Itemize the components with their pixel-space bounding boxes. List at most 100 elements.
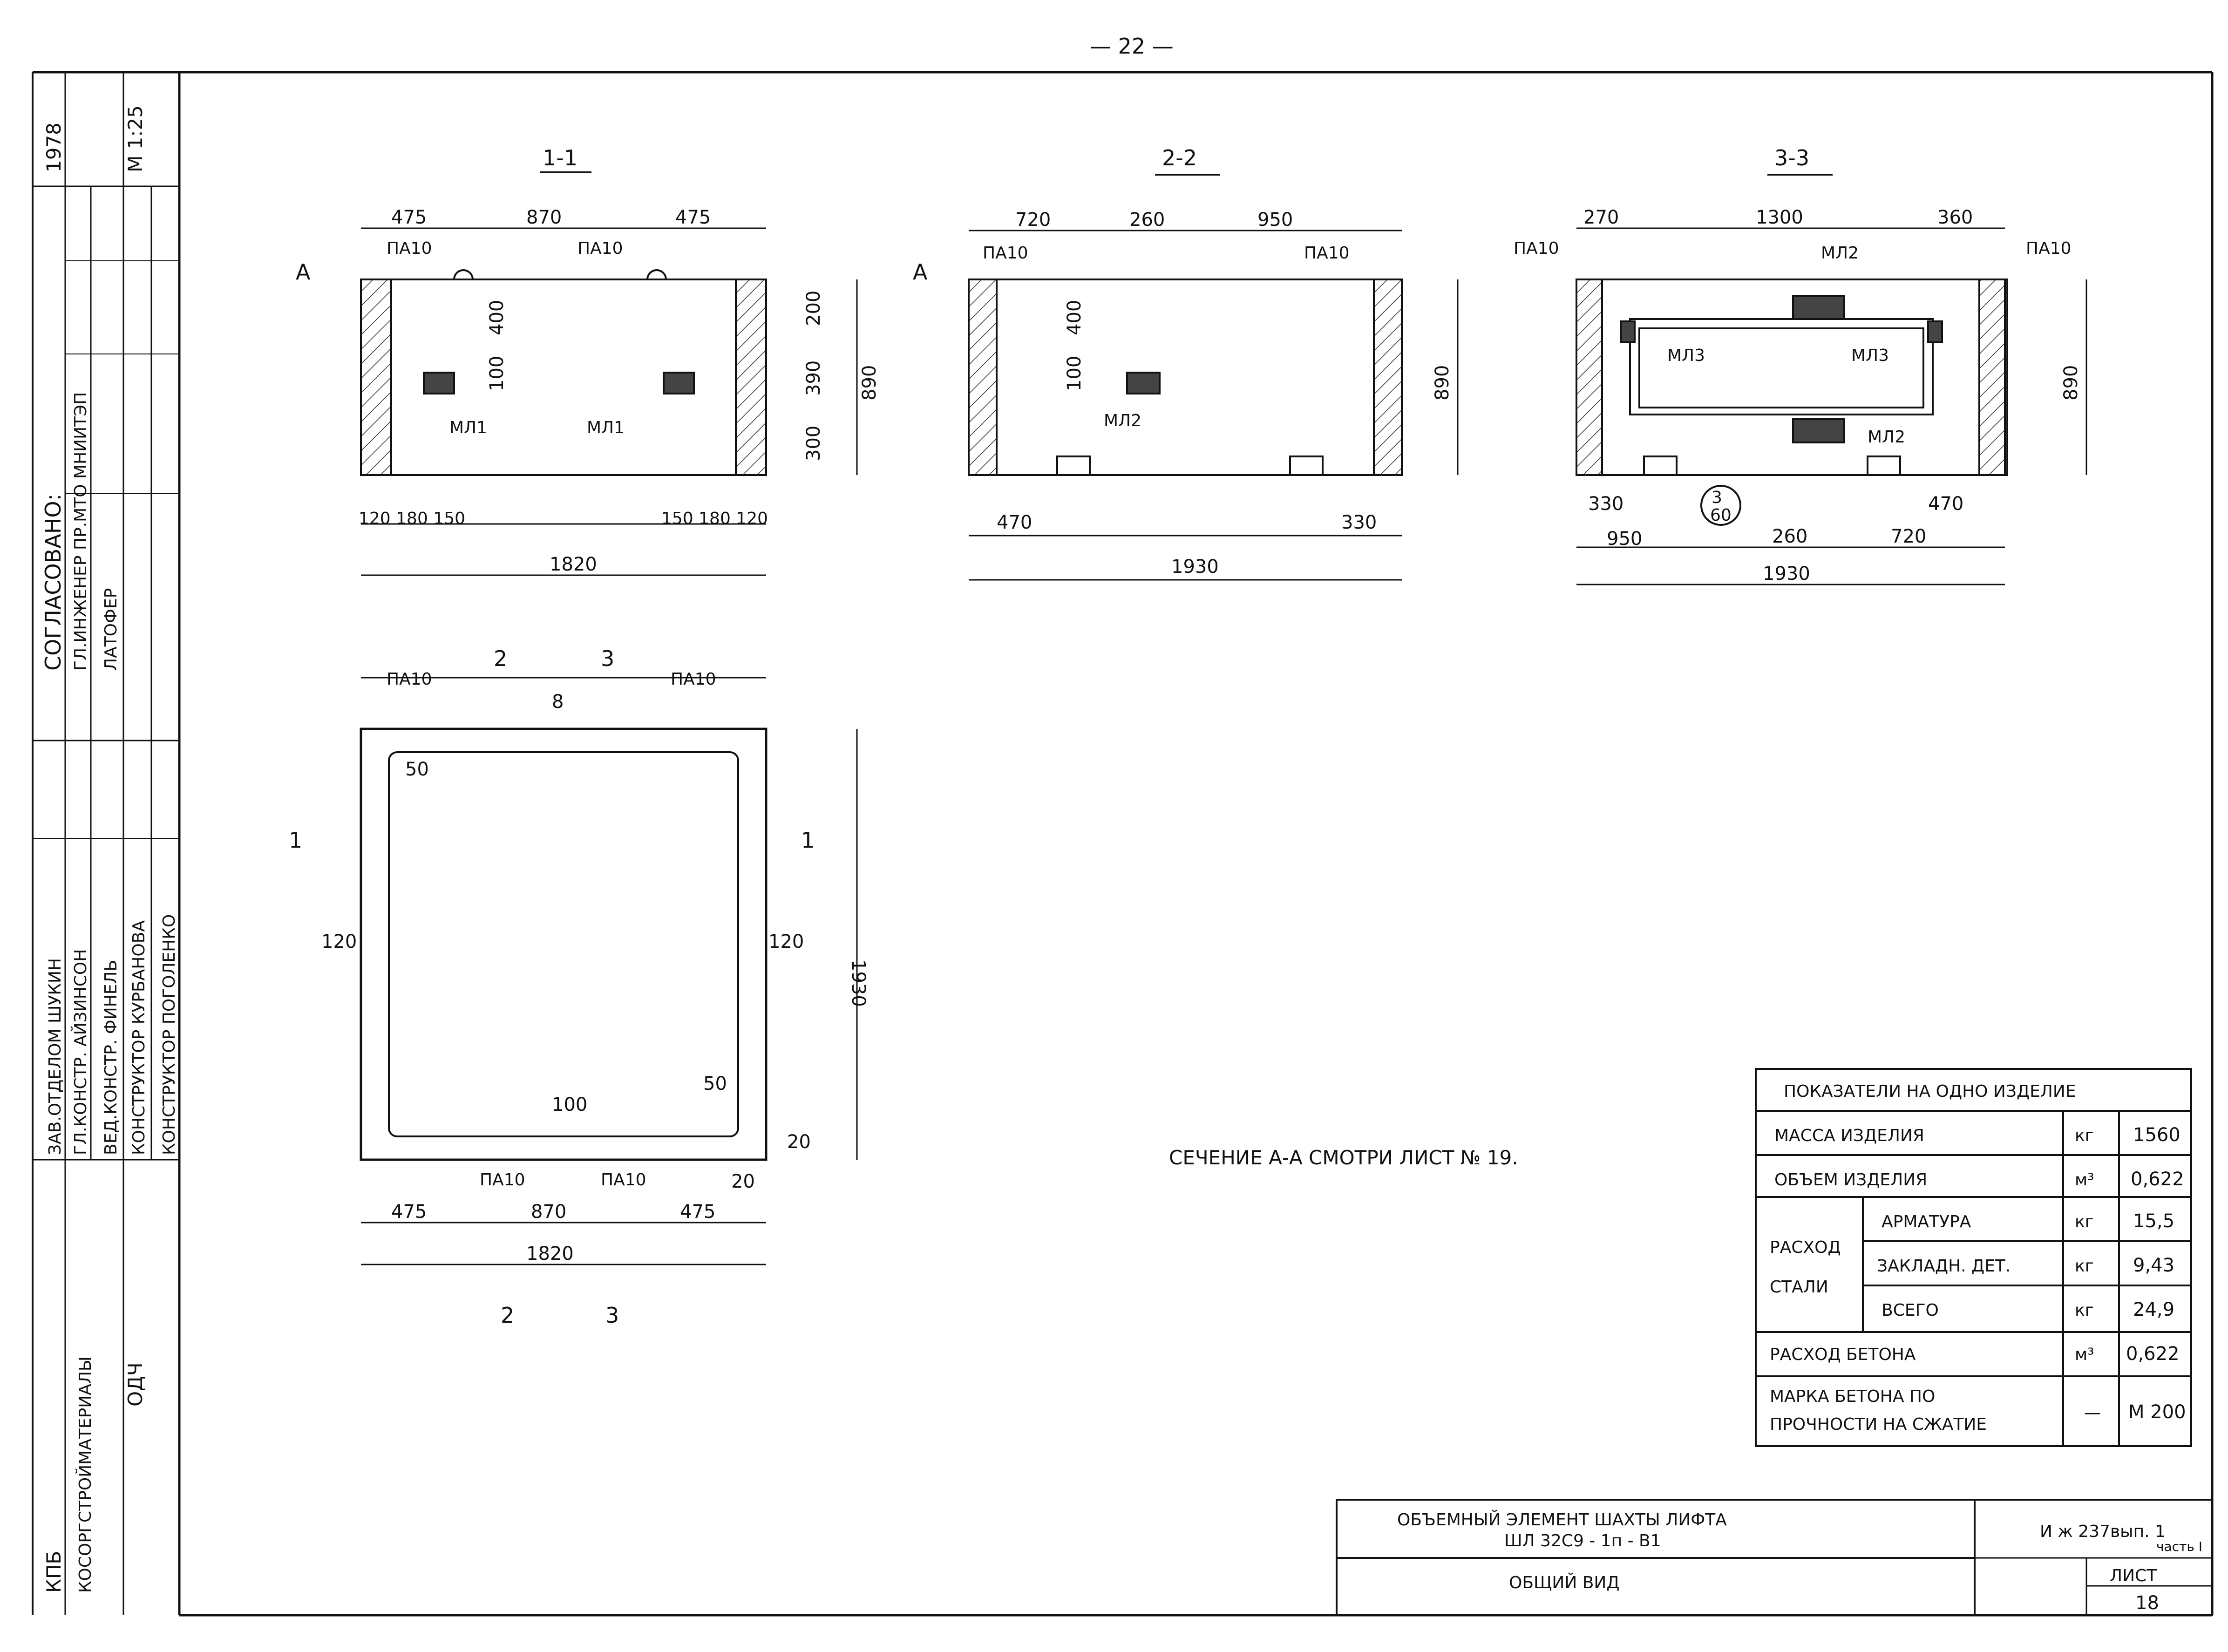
dim-1-1-100: 100 [486,356,508,391]
dim-1-1-890: 890 [859,365,880,401]
label-plan-pa10-bl: ПА10 [480,1170,525,1190]
row-grade-label-1: МАРКА БЕТОНА ПО [1770,1387,1935,1406]
row-embedded-value: 9,43 [2133,1255,2174,1276]
dim-plan-120-left: 120 [321,931,357,952]
dim-plan-50-bottom: 50 [703,1073,727,1095]
row-concrete-unit: м³ [2075,1345,2094,1364]
dim-plan-120-right: 120 [768,931,804,952]
dim-2-2-overall: 1930 [1171,556,1219,578]
label-2-2-ml2: МЛ2 [1104,411,1141,430]
label-1-1-pa10-right: ПА10 [577,239,623,258]
dim-1-1-top-left: 475 [391,207,427,228]
dim-2-2-top-mid: 260 [1129,209,1165,231]
stamp-row-1: ЗАВ.ОТДЕЛОМ ШУКИН [46,958,65,1155]
dim-3-3-overall: 1930 [1763,563,1810,585]
label-1-1-ml1-right: МЛ1 [587,418,625,437]
indicators-table [1755,1068,2192,1447]
sheet-frame [32,71,2214,1617]
stamp-row-4: КОНСТРУКТОР КУРБАНОВА [129,920,149,1155]
label-2-2-pa10-right: ПА10 [1304,244,1350,263]
sheet-label: ЛИСТ [2110,1566,2157,1585]
row-total-label: ВСЕГО [1882,1301,1939,1320]
row-volume-value: 0,622 [2131,1169,2184,1190]
cut-mark-a-right: А [913,259,928,285]
indicators-table-text: ПОКАЗАТЕЛИ НА ОДНО ИЗДЕЛИЕ МАССА ИЗДЕЛИЯ… [1770,1082,2186,1434]
label-1-1-ml1-left: МЛ1 [449,418,487,437]
dim-plan-475-right: 475 [680,1201,715,1223]
dim-3-3-950: 950 [1607,528,1642,550]
label-1-1-pa10-left: ПА10 [387,239,432,258]
drawing-title: ОБЩИЙ ВИД [1509,1573,1619,1592]
stamp-chief-engineer: ГЛ.ИНЖЕНЕР ПР.МТО МНИИТЭП [71,392,90,671]
dim-2-2-400: 400 [1064,300,1085,335]
dim-1-1-top-mid: 870 [526,207,562,228]
cut-mark-2-top: 2 [494,646,507,671]
cut-mark-2-bottom: 2 [501,1303,514,1328]
row-total-unit: кг [2075,1301,2094,1320]
label-plan-pa10-tr: ПА10 [671,670,716,689]
row-steel-group-1: РАСХОД [1770,1238,1841,1257]
row-concrete-label: РАСХОД БЕТОНА [1770,1345,1916,1364]
label-3-3-pa10-left: ПА10 [1514,239,1559,258]
dim-1-1-top-right: 475 [675,207,711,228]
row-rebar-unit: кг [2075,1212,2094,1231]
plan-view-labels: ПА10 ПА10 ПА10 ПА10 2 3 2 3 1 1 120 120 … [289,646,869,1328]
dim-3-3-top-left: 270 [1583,207,1619,228]
row-total-value: 24,9 [2133,1299,2174,1320]
section-3-3-title: 3-3 [1774,145,1809,170]
table-title: ПОКАЗАТЕЛИ НА ОДНО ИЗДЕЛИЕ [1784,1082,2076,1101]
page-number: — 22 — [1090,34,1174,59]
row-rebar-label: АРМАТУРА [1882,1212,1971,1231]
title-block-text: ОБЪЕМНЫЙ ЭЛЕМЕНТ ШАХТЫ ЛИФТА ШЛ 32С9 - 1… [1397,1510,2202,1614]
dim-plan-100-bottom: 100 [552,1094,587,1115]
dim-plan-overall: 1820 [526,1243,574,1264]
dim-3-3-890: 890 [2060,365,2082,401]
label-plan-pa10-tl: ПА10 [387,670,432,689]
row-volume-unit: м³ [2075,1170,2094,1190]
cut-mark-1-left: 1 [289,828,302,853]
dim-3-3-top-mid: 1300 [1756,207,1803,228]
cut-mark-3-bottom: 3 [605,1303,619,1328]
row-embedded-unit: кг [2075,1257,2094,1276]
label-2-2-pa10-left: ПА10 [983,244,1028,263]
label-3-3-circle-num: 3 [1712,488,1722,507]
dim-3-3-470: 470 [1928,493,1963,515]
cut-mark-1-right: 1 [801,828,815,853]
stamp-row-3: ВЕД.КОНСТР. ФИНЕЛЬ [102,960,121,1155]
dim-1-1-400: 400 [486,300,508,335]
dim-1-1-300: 300 [803,426,824,461]
row-grade-unit: — [2084,1403,2101,1422]
dim-3-3-top-right: 360 [1937,207,1973,228]
section-3-3: 3-3 [1576,145,2087,585]
row-volume-label: ОБЪЕМ ИЗДЕЛИЯ [1774,1170,1927,1190]
label-3-3-ml3-right: МЛ3 [1851,346,1889,365]
dim-plan-50-top: 50 [405,759,429,780]
stamp-code: ОДЧ [124,1362,147,1407]
stamp-org-1: КПБ [42,1551,65,1593]
label-3-3-circle-size: 60 [1710,506,1732,525]
dim-plan-8-top: 8 [552,691,564,713]
stamp-row-2: ГЛ.КОНСТР. АЙЗИНСОН [71,949,90,1155]
label-plan-pa10-br: ПА10 [601,1170,646,1190]
product-name: ОБЪЕМНЫЙ ЭЛЕМЕНТ ШАХТЫ ЛИФТА [1397,1510,1727,1530]
dim-2-2-100: 100 [1064,356,1085,391]
dim-plan-1930: 1930 [848,959,869,1007]
stamp-agreed: СОГЛАСОВАНО: [41,494,66,671]
section-note: СЕЧЕНИЕ А-А СМОТРИ ЛИСТ № 19. [1169,1146,1518,1169]
row-rebar-value: 15,5 [2133,1210,2174,1232]
label-3-3-ml2-top: МЛ2 [1821,244,1859,263]
series-part: часть I [2156,1539,2202,1554]
row-grade-value: М 200 [2128,1401,2186,1423]
row-mass-unit: кг [2075,1126,2094,1145]
dims-1-1-bottom-right: 150 180 120 [661,509,768,528]
row-mass-label: МАССА ИЗДЕЛИЯ [1774,1126,1924,1145]
dim-3-3-330: 330 [1588,493,1623,515]
section-1-1-title: 1-1 [543,145,577,170]
dim-plan-20-right: 20 [787,1131,811,1153]
title-block [1336,1499,2213,1616]
dims-1-1-bottom-left: 120 180 150 [359,509,465,528]
cut-mark-a-left: А [296,259,311,285]
dim-2-2-890: 890 [1432,365,1453,401]
